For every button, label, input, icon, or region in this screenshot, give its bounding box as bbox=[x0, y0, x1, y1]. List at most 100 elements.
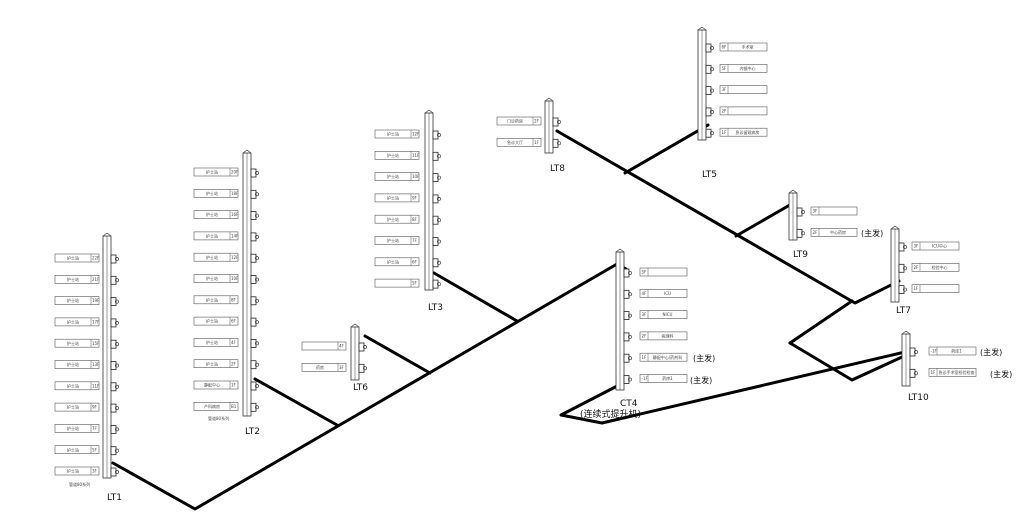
station-valve bbox=[903, 287, 907, 292]
station-connector bbox=[705, 128, 712, 138]
station-floor: 6F bbox=[412, 259, 418, 264]
station-name: 护士站 bbox=[206, 211, 218, 217]
station-floor: 1F bbox=[642, 355, 648, 360]
station-panel bbox=[374, 278, 420, 288]
station-connector bbox=[250, 296, 257, 306]
station-name: 护士站 bbox=[67, 382, 79, 388]
station-floor: 4F bbox=[642, 291, 648, 296]
station-connector bbox=[898, 263, 905, 273]
station-floor: 4F bbox=[231, 340, 237, 345]
station-name: NICU bbox=[663, 312, 673, 317]
station-connector bbox=[250, 338, 257, 348]
station-connector bbox=[250, 275, 257, 284]
station-name: 护士站 bbox=[206, 233, 218, 239]
station-valve bbox=[115, 342, 119, 347]
station-panel bbox=[639, 352, 688, 362]
station-connector bbox=[623, 311, 630, 321]
pipe-lt6 bbox=[363, 334, 432, 375]
station-panel bbox=[374, 172, 420, 181]
station-valve bbox=[628, 356, 632, 361]
station-valve bbox=[437, 196, 441, 201]
lt3-column-cap bbox=[424, 109, 434, 114]
ct4-note-2: (主发) bbox=[690, 375, 712, 385]
station-panel bbox=[54, 402, 100, 412]
station-name: 护士站 bbox=[67, 297, 79, 303]
station-connector bbox=[110, 254, 117, 264]
station-connector bbox=[110, 382, 117, 392]
lt7-label: LT7 bbox=[896, 306, 911, 316]
station-name: 护士站 bbox=[67, 255, 79, 261]
station-name: 护士站 bbox=[67, 404, 79, 410]
station-floor: 8F bbox=[412, 217, 418, 222]
station-valve bbox=[628, 313, 632, 318]
station-floor: 3F bbox=[92, 469, 98, 474]
lt10-note-1: (主发) bbox=[980, 347, 1002, 357]
station-valve bbox=[255, 256, 259, 261]
station-panel bbox=[374, 129, 420, 139]
lt5-label: LT5 bbox=[702, 170, 717, 180]
station-name: 护士站 bbox=[67, 276, 79, 282]
lt8-label: LT8 bbox=[550, 164, 565, 174]
lt9-column-cap bbox=[788, 189, 798, 194]
station-valve bbox=[903, 266, 907, 271]
lt6-label: LT6 bbox=[353, 383, 368, 393]
station-name: 护士站 bbox=[206, 254, 218, 260]
station-floor: 10F bbox=[231, 276, 239, 281]
station-name: 门诊药房 bbox=[507, 118, 523, 124]
station-panel bbox=[193, 274, 239, 283]
station-valve bbox=[628, 271, 632, 275]
station-connector bbox=[705, 64, 712, 74]
lt3-label: LT3 bbox=[428, 303, 443, 313]
station-panel bbox=[54, 381, 100, 391]
station-panel bbox=[54, 253, 100, 263]
station-panel bbox=[928, 367, 977, 377]
pipe-lt5 bbox=[623, 123, 710, 175]
station-valve bbox=[914, 371, 918, 376]
station-floor: 4F bbox=[339, 344, 345, 349]
station-panel bbox=[639, 310, 688, 319]
station-valve bbox=[710, 110, 714, 114]
station-connector bbox=[250, 253, 257, 263]
station-floor: 18F bbox=[231, 191, 239, 196]
station-panel bbox=[193, 359, 239, 369]
station-panel bbox=[719, 64, 768, 73]
station-valve bbox=[115, 299, 119, 304]
station-connector bbox=[909, 347, 916, 357]
station-panel bbox=[374, 193, 420, 203]
station-panel bbox=[193, 210, 239, 219]
station-valve bbox=[628, 334, 632, 339]
station-floor: 1F bbox=[231, 383, 237, 388]
station-name: 静配中心 bbox=[204, 382, 220, 388]
station-connector bbox=[110, 275, 117, 285]
station-panel bbox=[639, 267, 688, 277]
lifts-layer: 22F护士站21F护士站19F护士站17F护士站15F护士站13F护士站11F护… bbox=[54, 26, 977, 479]
station-valve bbox=[115, 320, 119, 325]
station-name: 药房 bbox=[316, 364, 324, 370]
station-connector bbox=[358, 363, 365, 373]
station-connector bbox=[552, 117, 559, 127]
station-connector bbox=[250, 402, 257, 412]
station-connector bbox=[909, 368, 916, 378]
station-panel bbox=[810, 206, 858, 216]
station-valve bbox=[710, 88, 714, 93]
station-floor: 2F bbox=[914, 265, 920, 270]
station-floor: 14F bbox=[231, 234, 239, 239]
station-name: 内镜中心 bbox=[740, 65, 756, 71]
station-valve bbox=[255, 384, 259, 388]
station-valve bbox=[437, 282, 441, 287]
station-floor: 12F bbox=[231, 255, 239, 260]
station-panel bbox=[911, 284, 960, 293]
station-floor: 22F bbox=[92, 256, 100, 261]
station-valve bbox=[363, 345, 367, 349]
station-name: 护士站 bbox=[387, 237, 399, 243]
station-panel bbox=[54, 274, 100, 284]
station-name: 急诊大厅 bbox=[507, 139, 523, 145]
station-name: 药库1 bbox=[951, 348, 962, 354]
station-connector bbox=[432, 215, 439, 225]
station-floor: 1F bbox=[931, 370, 937, 375]
ct4-note-1: (主发) bbox=[693, 353, 715, 363]
